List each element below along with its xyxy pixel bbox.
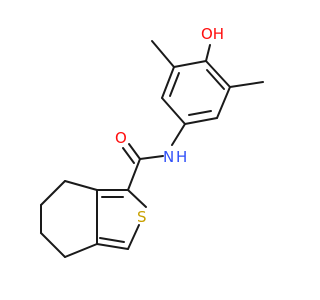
bond-c7-c6 [40, 180, 66, 206]
bond-c3-c3a [96, 243, 129, 250]
bond-c-o-a [128, 143, 141, 160]
bond-c4-c3a [64, 243, 98, 258]
bond-c-oh [205, 44, 211, 62]
sulfur-label: S [137, 208, 147, 226]
bond-ring-c3-c4 [184, 117, 218, 125]
bond-ring-c6-c1 [173, 60, 207, 68]
bonds [40, 40, 264, 258]
amide-hydrogen-label: H [176, 148, 187, 166]
bond-methyl-left [151, 40, 175, 68]
bond-ring-double-2 [169, 72, 180, 97]
bond-c1-s [127, 189, 147, 208]
bond-methyl-right [229, 81, 264, 88]
chemical-structure: OH O N H S [40, 25, 264, 258]
bond-ring-c4-c5 [161, 97, 186, 125]
carbonyl-oxygen-label: O [115, 129, 127, 147]
atom-labels: OH O N H S [115, 25, 224, 226]
bond-ring-c5-c6 [161, 66, 175, 99]
bond-c7a-c7 [64, 180, 98, 191]
bond-aryl-n [171, 123, 186, 146]
bond-ring-c2-c3 [216, 86, 231, 119]
bond-c3-c3a-double [99, 237, 125, 243]
bond-c5-c4 [40, 232, 66, 258]
bond-ring-c1-c2 [205, 60, 231, 88]
bond-s-c3 [127, 224, 140, 250]
bond-c-o-b [122, 147, 135, 164]
bond-carbonyl-thiophene [127, 158, 141, 191]
bond-n-carbonyl [139, 155, 164, 160]
amide-nitrogen-label: N [163, 148, 174, 166]
hydroxyl-label: OH [201, 25, 224, 43]
bond-ring-double-1 [188, 110, 212, 116]
bond-ring-double-3 [206, 69, 225, 90]
